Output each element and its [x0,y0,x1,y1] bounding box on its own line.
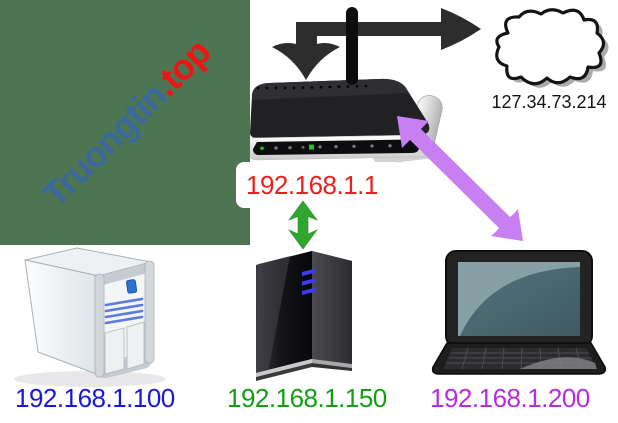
watermark-background [0,0,250,245]
lan-arrow-icon [288,200,318,250]
laptop-screen-gloss [458,262,580,336]
server-icon [256,251,352,381]
server-base-front-light [256,359,312,377]
pc-front-trim-top [99,262,151,286]
router-label-box [236,162,402,208]
pc-power-button [126,279,138,294]
desktop-shadow [14,371,166,387]
router-icon [247,78,443,165]
cloud-shape [495,8,606,86]
router-vents [256,84,368,90]
laptop-icon [431,250,607,375]
server-base-side-light [312,359,352,368]
router-antenna-icon [346,7,358,85]
pc-drive-bay-left [104,327,125,375]
pc-side [24,259,100,376]
pc-vents [104,297,144,325]
server-front-gloss [256,256,290,373]
internet-ip-label: 127.34.73.214 [491,92,606,112]
laptop-gloss-swoosh [520,357,597,369]
desktop-ip-label: 192.168.1.100 [15,383,175,413]
server-base-side-dark [312,363,352,371]
pc-pillar-right [144,260,155,364]
server-ip-label: 192.168.1.150 [227,383,387,413]
router-top-edge [252,78,409,100]
server-side [312,251,352,368]
laptop-ip-label: 192.168.1.200 [430,383,590,413]
desktop-pc-icon [14,247,166,387]
wifi-arrow-icon [397,116,523,241]
pc-drive-bay-right [126,321,145,370]
watermark: Truongtin.top [0,0,250,245]
wan-arrow-icon [272,8,481,80]
router-leds [260,144,392,151]
pc-pillar-left [94,273,105,378]
server-base-front-dark [256,363,312,381]
server-leds [302,268,316,295]
router-ip-label: 192.168.1.1 [246,170,378,200]
internet-cloud-icon: 127.34.73.214 [491,8,609,112]
